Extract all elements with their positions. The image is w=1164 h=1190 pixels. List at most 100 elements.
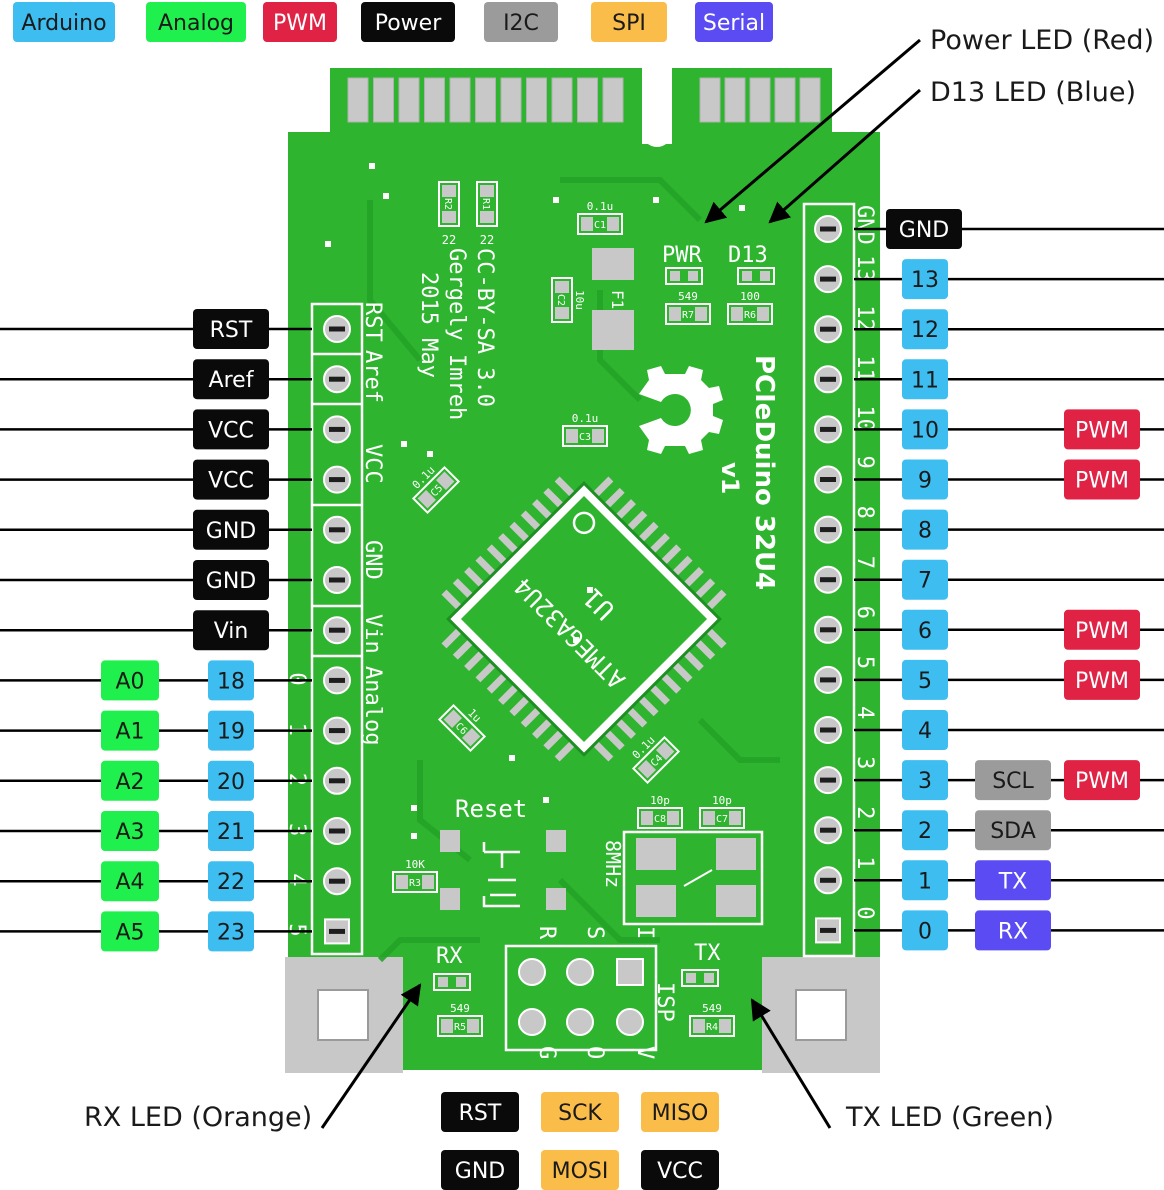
svg-text:R3: R3 [409,878,421,889]
left-pin-number-20: 20 [208,760,254,801]
left-pin-aref: Aref [193,359,269,400]
isp-label-sck-text: SCK [558,1101,602,1126]
svg-text:10p: 10p [650,794,670,807]
left-pin-number-19: 19 [208,710,254,751]
left-pin-analog-a3: A3 [101,811,159,851]
right-pin-4: 4 [854,710,1164,750]
legend-arduino-text: Arduino [21,11,106,36]
right-pin-label-10-text: 10 [911,418,939,443]
svg-text:10p: 10p [712,794,732,807]
svg-text:0.1u: 0.1u [587,200,614,213]
right-pin-10-pwm: PWM [1064,409,1140,450]
left-silk-num-0: 0 [284,672,309,685]
isp-label-vcc-text: VCC [657,1159,703,1184]
isp-label-vcc: VCC [641,1150,719,1190]
left-pin-number-23-text: 23 [217,920,245,945]
legend-serial-text: Serial [703,11,765,36]
right-pin-label-12: 12 [902,309,948,350]
power-led [665,267,703,285]
right-pin-3-scl: SCL [975,760,1051,801]
left-silk-num-2: 2 [284,773,309,786]
isp-label-gnd-text: GND [455,1159,505,1184]
right-pin-label-13: 13 [902,259,948,300]
right-pin-0-rx-text: RX [998,919,1028,944]
left-pin-vcc-3: VCC [0,459,312,500]
legend-analog: Analog [146,2,246,42]
left-pin-rst-text: RST [210,318,253,343]
left-pin-analog-a5-text: A5 [115,920,144,945]
right-pin-label-5: 5 [902,659,948,700]
right-silk-10: 10 [852,405,877,432]
right-pin-3-pwm-text: PWM [1075,769,1129,794]
tx-led-text: TX [694,941,721,966]
right-pin-label-7: 7 [902,559,948,600]
right-pin-5-pwm-text: PWM [1075,669,1129,694]
crystal-text: 8MHz [601,840,625,888]
left-pin-vcc-text: VCC [208,418,254,443]
callout-tx-led: TX LED (Green) [750,998,1054,1133]
right-pin-10: 10 PWM [854,409,1164,450]
left-pin-labels: RSTArefVCCVCCGNDGNDVin18A019A120A221A322… [0,309,312,952]
right-silk-0: 0 [852,906,877,919]
right-pin-3-pwm: PWM [1064,760,1140,801]
left-pin-vcc-2: VCC [0,409,312,450]
left-pin-analog-a0-text: A0 [115,669,144,694]
rx-led-label: RX LED (Orange) [84,1102,312,1133]
right-pin-2-sda: SDA [975,810,1051,851]
left-pin-vin-6: Vin [0,610,312,651]
isp-label-rst-text: RST [459,1101,502,1126]
right-pin-label-2-text: 2 [918,819,932,844]
left-pin-rst-0: RST [0,309,312,349]
reset-text: Reset [455,795,527,823]
right-pin-label-gnd: GND [886,209,962,249]
capacitor-c3: C30.1u [562,412,608,447]
right-silk-5: 5 [852,656,877,669]
left-pin-number-18-text: 18 [217,669,245,694]
isp-label-mosi-text: MOSI [552,1159,609,1184]
left-silk-vin: Vin [360,614,385,654]
fuse-f1: F1 [592,248,634,350]
isp-silk-bottom-1: O [582,1046,607,1059]
right-silk-1: 1 [852,856,877,869]
left-pin-vin: Vin [193,610,269,651]
right-pin-12: 12 [854,309,1164,350]
left-pin-19-8: 19 A1 [0,710,312,751]
left-pin-gnd-text: GND [206,519,256,544]
gold-fingers [347,77,821,123]
left-header-pins [323,315,351,945]
isp-header [504,944,658,1052]
left-silk-num-4: 4 [284,873,309,886]
isp-silk-bottom-2: V [632,1046,657,1059]
d13-led-text: D13 [728,243,768,268]
svg-text:F1: F1 [608,290,627,309]
left-pin-gnd-5: GND [0,560,312,600]
right-pin-label-8-text: 8 [918,519,932,544]
power-led-label: Power LED (Red) [930,25,1154,56]
left-header-dividers [312,352,362,658]
svg-text:C2: C2 [555,294,566,306]
right-pin-label-10: 10 [902,409,948,450]
right-silk-9: 9 [852,456,877,469]
right-pin-7: 7 [854,559,1164,600]
right-silk-2: 2 [852,806,877,819]
right-pin-label-4-text: 4 [918,719,932,744]
left-pin-23-12: 23 A5 [0,911,312,952]
left-pin-analog-a1-text: A1 [115,720,144,745]
right-silk-3: 3 [852,756,877,769]
crystal [622,830,764,926]
right-silk-gnd: GND [852,205,877,245]
svg-text:100: 100 [740,290,760,303]
left-pin-number-21: 21 [208,811,254,851]
callout-power-led: Power LED (Red) [704,25,1154,224]
left-pin-vcc: VCC [193,409,269,450]
date-text: 2015 May [416,272,441,378]
